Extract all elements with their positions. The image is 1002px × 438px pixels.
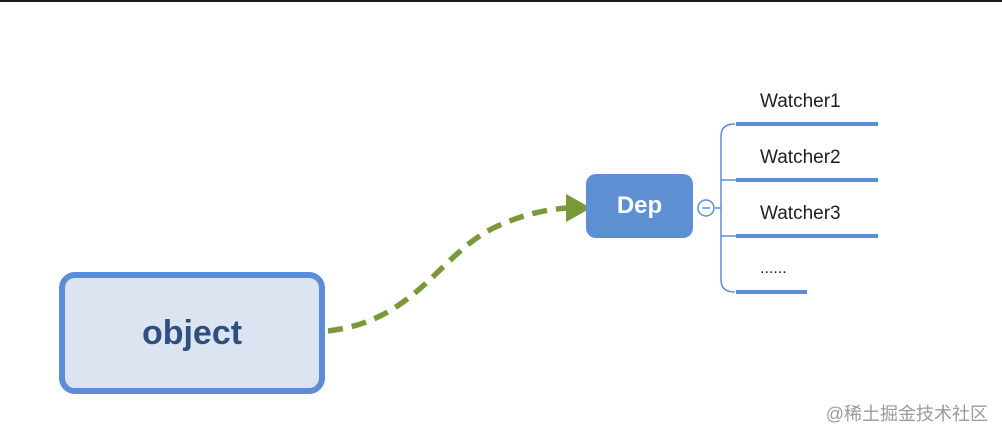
- object-to-dep-arrow: [327, 205, 573, 334]
- arrow-head: [566, 194, 591, 222]
- watcher1-label[interactable]: Watcher1: [760, 91, 841, 112]
- branch-spine: [720, 123, 736, 293]
- top-divider: [0, 0, 1002, 2]
- watcher3-label[interactable]: Watcher3: [760, 203, 841, 224]
- dep-node-label: Dep: [616, 192, 663, 219]
- object-node[interactable]: object: [59, 272, 325, 394]
- watcher2-label[interactable]: Watcher2: [760, 147, 841, 168]
- object-node-label: object: [141, 313, 243, 352]
- dep-node[interactable]: Dep: [586, 174, 693, 238]
- ellipsis-label[interactable]: ......: [760, 260, 787, 277]
- watermark: @稀土掘金技术社区: [825, 404, 988, 424]
